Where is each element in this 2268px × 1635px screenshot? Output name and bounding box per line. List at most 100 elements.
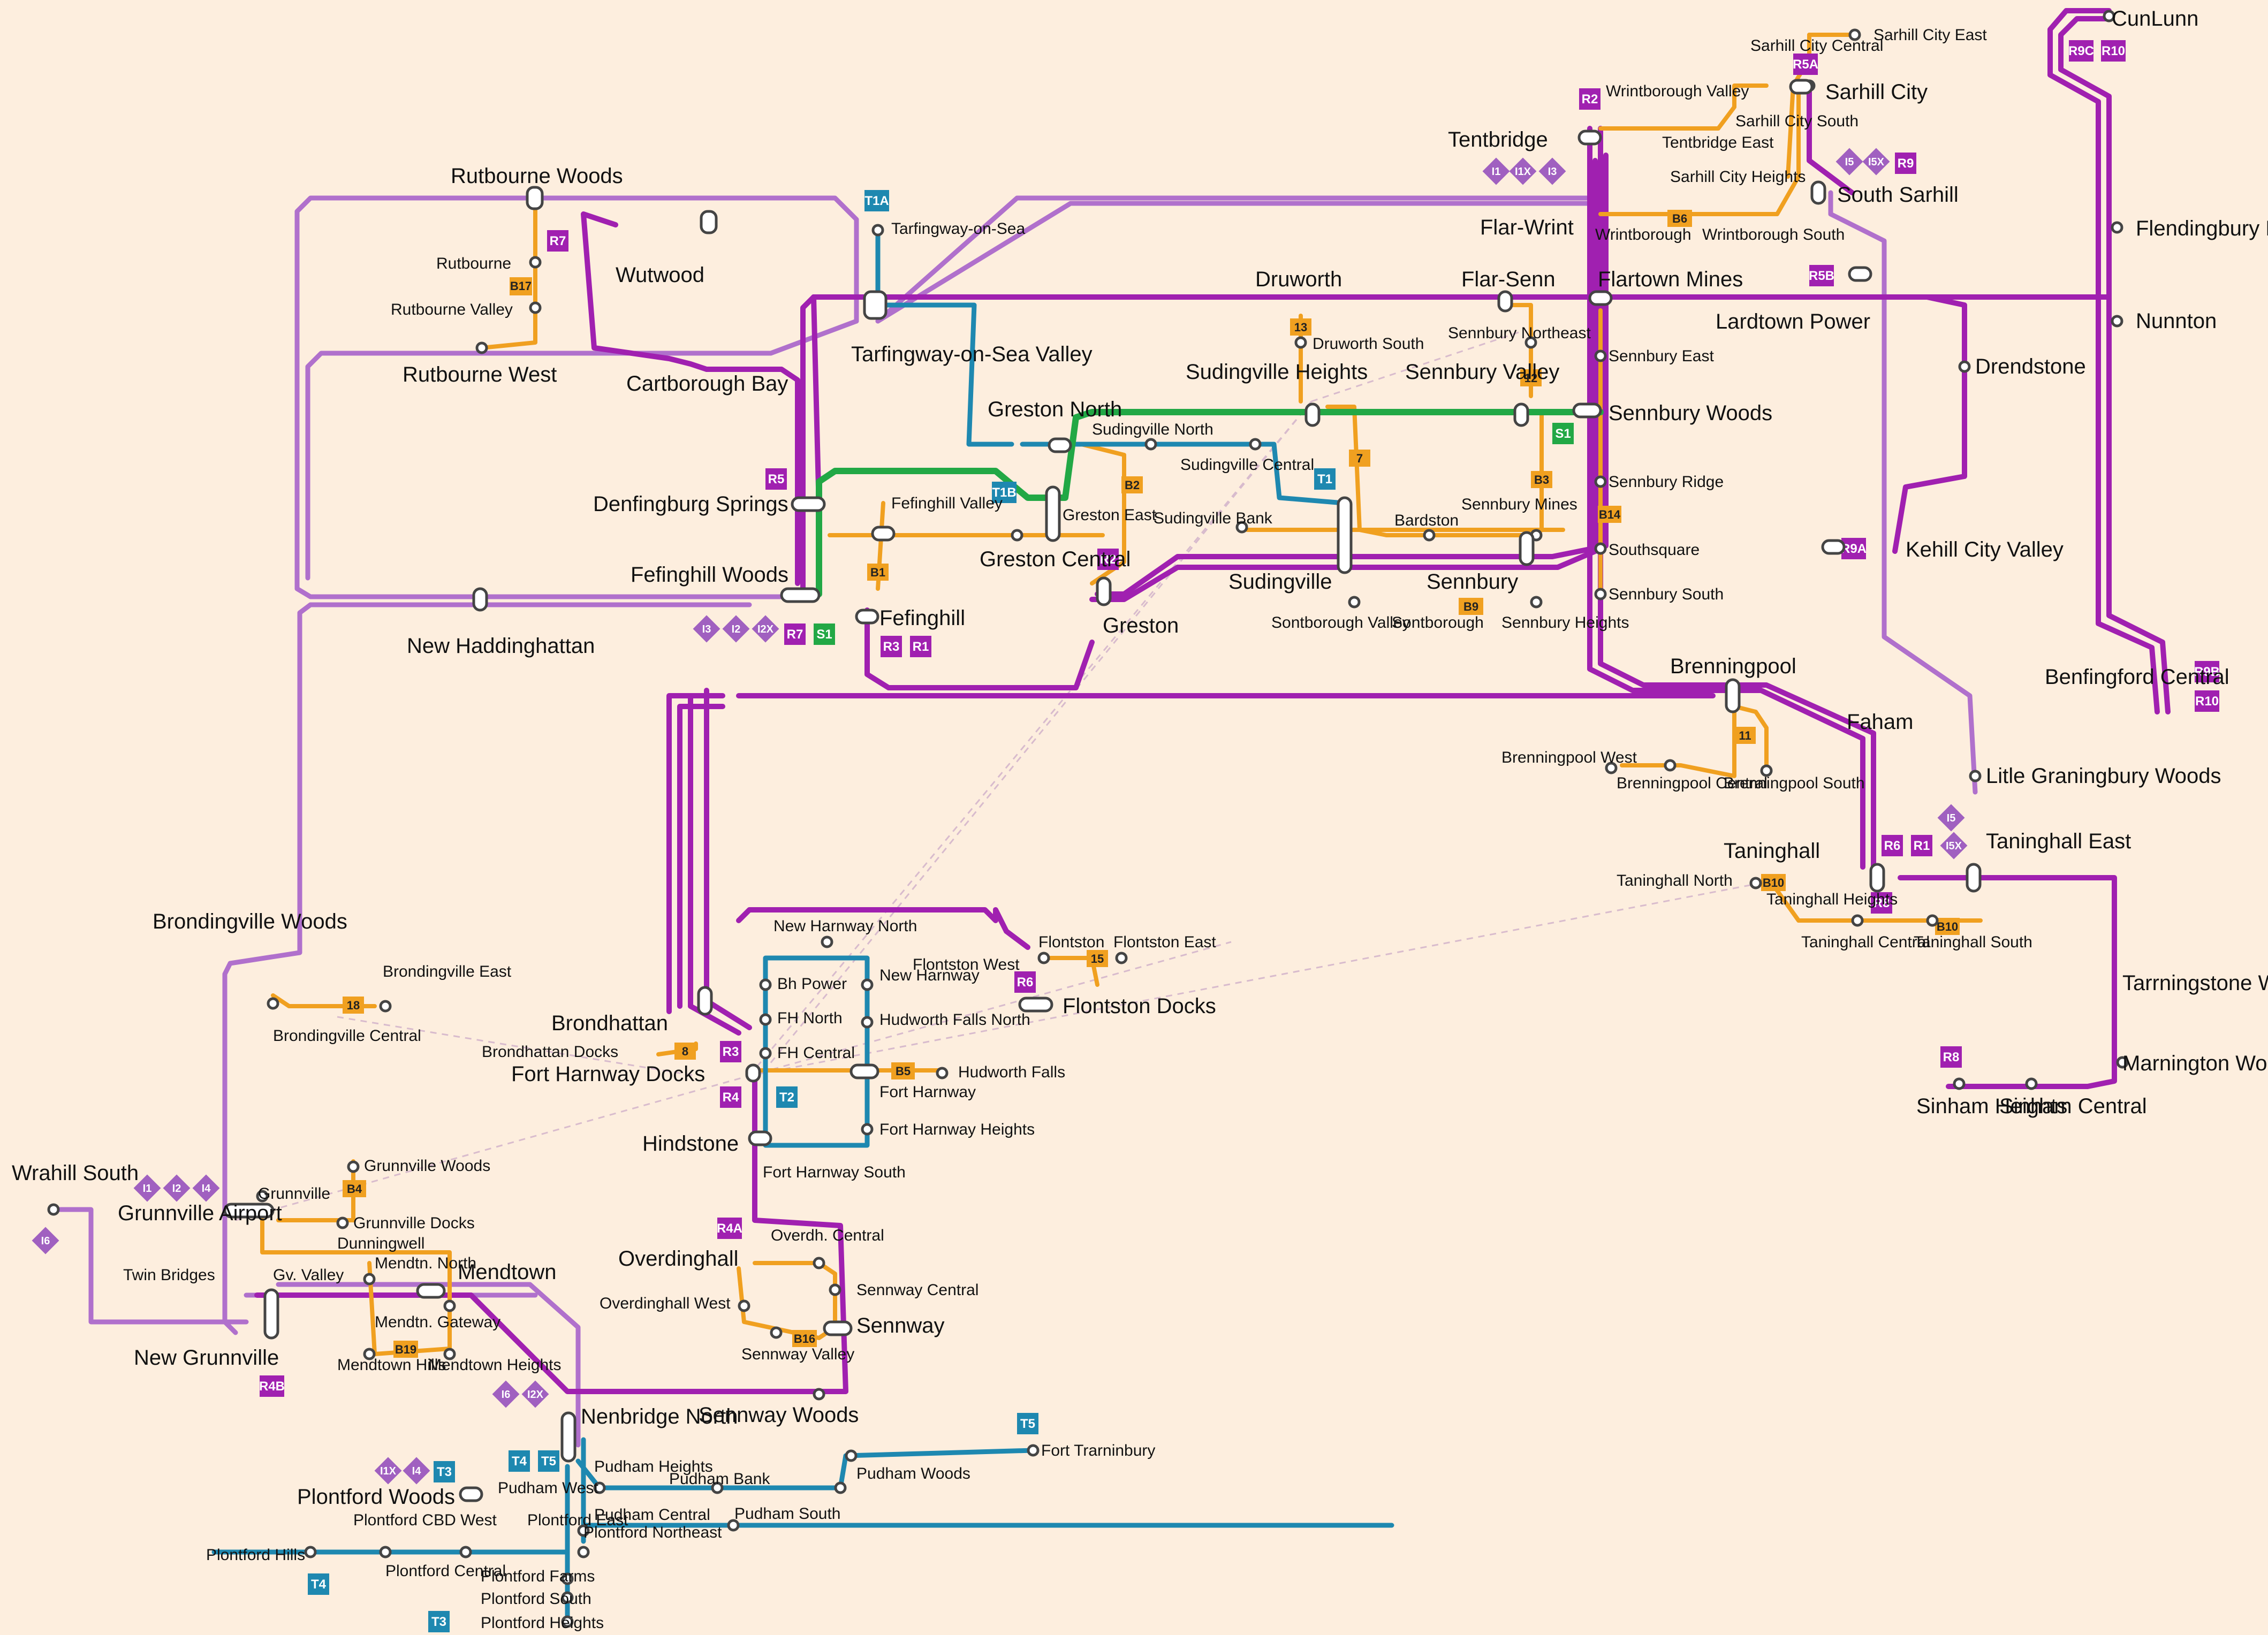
- minor-station-label: Fort Harnway: [879, 1083, 976, 1101]
- svg-text:B19: B19: [395, 1343, 416, 1356]
- minor-station-label: Rutbourne: [436, 255, 511, 272]
- label-plontford-woods: Plontford Woods: [297, 1485, 455, 1509]
- label-greston-central: Greston Central: [980, 547, 1131, 571]
- minor-station-label: Brenningpool South: [1724, 774, 1865, 792]
- svg-text:R4B: R4B: [259, 1379, 285, 1394]
- label-mendtown: Mendtown: [458, 1260, 557, 1284]
- svg-text:R5A: R5A: [1793, 57, 1818, 72]
- label-kehill-city-valley: Kehill City Valley: [1906, 538, 2064, 561]
- minor-station-label: Flontston: [1038, 933, 1104, 951]
- svg-text:15: 15: [1091, 952, 1104, 965]
- minor-station-label: Flontston West: [913, 956, 1020, 974]
- svg-text:B6: B6: [1672, 212, 1687, 225]
- svg-text:I3: I3: [1548, 166, 1557, 178]
- svg-text:R6: R6: [1017, 975, 1034, 990]
- svg-text:T1B: T1B: [992, 485, 1016, 500]
- minor-station-label: Plontford Heights: [481, 1614, 604, 1632]
- label-druworth: Druworth: [1255, 268, 1342, 291]
- minor-station-label: Brondingville Central: [273, 1027, 421, 1045]
- minor-station-label: Sarhill City Central: [1750, 37, 1883, 55]
- svg-text:B14: B14: [1599, 508, 1621, 521]
- svg-text:B4: B4: [347, 1182, 362, 1196]
- minor-station-label: Plontford Farms: [481, 1568, 595, 1585]
- svg-text:R5B: R5B: [1809, 269, 1834, 283]
- minor-station-label: Sennbury South: [1609, 585, 1724, 603]
- label-nenbridge-north: Nenbridge North: [581, 1405, 738, 1428]
- label-denfingburg-springs: Denfingburg Springs: [593, 492, 788, 516]
- minor-station-label: Mendtown Heights: [428, 1356, 561, 1374]
- svg-text:I4: I4: [202, 1183, 211, 1195]
- label-brenningpool: Brenningpool: [1670, 655, 1796, 678]
- minor-labels: Sarhill City East Sarhill City Central W…: [123, 26, 2032, 1632]
- svg-text:I5X: I5X: [1868, 156, 1885, 168]
- svg-text:T1A: T1A: [864, 194, 889, 208]
- minor-station-label: FH Central: [777, 1044, 855, 1062]
- minor-station-label: Twin Bridges: [123, 1266, 215, 1284]
- svg-text:R9B: R9B: [2194, 665, 2220, 679]
- svg-text:R8: R8: [1943, 1050, 1960, 1064]
- minor-station-label: Brondhattan Docks: [482, 1043, 618, 1061]
- minor-station-label: Hudworth Falls: [958, 1063, 1065, 1081]
- minor-station-label: Grunnville Woods: [364, 1157, 490, 1175]
- svg-text:I6: I6: [41, 1235, 50, 1247]
- label-sinham-central: Sinham Central: [1999, 1094, 2147, 1118]
- minor-station-label: Sennbury East: [1609, 347, 1714, 365]
- major-labels: CunLunn Sarhill City South Sarhill Flend…: [12, 7, 2268, 1509]
- minor-station-label: Brenningpool Central: [1617, 774, 1768, 792]
- label-new-grunnville: New Grunnville: [134, 1346, 279, 1370]
- label-sennbury-woods: Sennbury Woods: [1609, 401, 1772, 425]
- svg-text:8: 8: [682, 1045, 688, 1058]
- minor-station-label: Sudingville Bank: [1154, 509, 1273, 527]
- suburban-lines: [816, 409, 1604, 597]
- label-nunnton: Nunnton: [2136, 309, 2217, 333]
- svg-text:B10: B10: [1763, 876, 1784, 889]
- minor-station-label: Sarhill City East: [1873, 26, 1987, 44]
- svg-text:13: 13: [1294, 321, 1307, 334]
- svg-text:I2X: I2X: [757, 623, 774, 635]
- label-greston: Greston: [1103, 614, 1179, 637]
- label-benfingford-central: Benfingford Central: [2045, 665, 2229, 689]
- svg-text:I4: I4: [412, 1465, 422, 1477]
- label-faham: Faham: [1847, 710, 1914, 734]
- svg-text:B9: B9: [1463, 600, 1478, 613]
- label-wrahill-south: Wrahill South: [12, 1161, 139, 1185]
- label-marnington-woods: Marnington Woods: [2122, 1052, 2268, 1075]
- label-wutwood: Wutwood: [616, 263, 704, 287]
- svg-text:R1: R1: [1914, 839, 1930, 853]
- label-sennbury: Sennbury: [1427, 570, 1518, 594]
- svg-text:11: 11: [1739, 729, 1751, 742]
- svg-text:B17: B17: [510, 279, 532, 293]
- svg-text:R4A: R4A: [717, 1221, 742, 1236]
- svg-text:I5: I5: [1947, 812, 1956, 824]
- label-tarrningstone-woods: Tarrningstone Woods: [2122, 971, 2268, 995]
- minor-station-label: Hudworth Falls North: [879, 1011, 1030, 1029]
- svg-text:R10: R10: [2102, 44, 2125, 58]
- minor-station-label: New Harnway: [879, 967, 980, 984]
- svg-text:B10: B10: [1937, 920, 1958, 933]
- svg-text:R7: R7: [550, 234, 566, 248]
- minor-station-label: Rutbourne Valley: [391, 301, 513, 318]
- label-sennbury-valley: Sennbury Valley: [1405, 360, 1559, 384]
- minor-station-label: Plontford Central: [385, 1562, 506, 1580]
- svg-text:S1: S1: [816, 627, 832, 642]
- minor-station-label: Pudham South: [734, 1505, 840, 1523]
- minor-station-label: New Harnway North: [773, 917, 917, 935]
- intercity-lines: [51, 190, 1978, 1448]
- minor-station-label: Mendtn. Gateway: [375, 1313, 500, 1331]
- minor-station-label: Gv. Valley: [273, 1266, 344, 1284]
- svg-text:B5: B5: [896, 1064, 911, 1078]
- svg-text:I1X: I1X: [380, 1465, 397, 1477]
- minor-station-label: Taninghall Heights: [1766, 891, 1898, 908]
- label-flendingbury-north: Flendingbury North: [2136, 217, 2268, 240]
- svg-text:S1: S1: [1555, 427, 1571, 441]
- minor-station-label: Sontborough Valley: [1271, 614, 1410, 632]
- minor-station-label: Tarfingway-on-Sea: [891, 220, 1025, 238]
- label-taninghall: Taninghall: [1724, 839, 1820, 863]
- minor-station-label: Sennbury Northeast: [1448, 324, 1591, 342]
- label-sinham-heights: Sinham Heights: [1916, 1094, 2067, 1118]
- svg-text:T1: T1: [1317, 472, 1332, 486]
- minor-station-label: Wrintborough Valley: [1606, 82, 1749, 100]
- label-new-haddinghattan: New Haddinghattan: [407, 634, 595, 658]
